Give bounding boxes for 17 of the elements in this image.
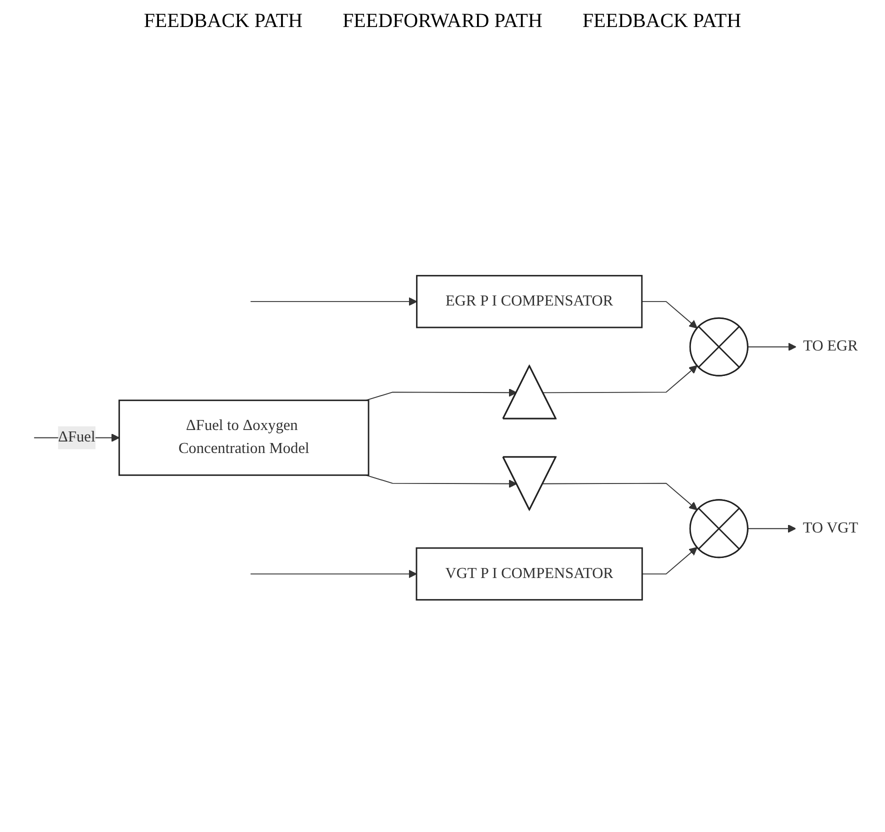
arrow [746, 342, 796, 351]
arrow [640, 300, 697, 328]
path-label: FEEDBACK PATH [144, 10, 303, 33]
path-label: FEEDBACK PATH [582, 10, 742, 33]
arrow [641, 546, 697, 574]
edge-label: ΔFuel [58, 428, 95, 446]
arrow [250, 569, 416, 578]
arrow [542, 482, 697, 510]
node-box: ΔFuel to Δoxygen Concentration Model [118, 399, 369, 476]
path-label: FEEDFORWARD PATH [342, 10, 542, 33]
node-box: VGT P I COMPENSATOR [415, 547, 642, 600]
node-text: TO VGT [802, 520, 858, 536]
arrow [542, 365, 697, 393]
arrow [250, 297, 417, 306]
node-text: TO EGR [802, 338, 858, 354]
arrow [746, 524, 796, 533]
node-box: EGR P I COMPENSATOR [416, 274, 642, 328]
